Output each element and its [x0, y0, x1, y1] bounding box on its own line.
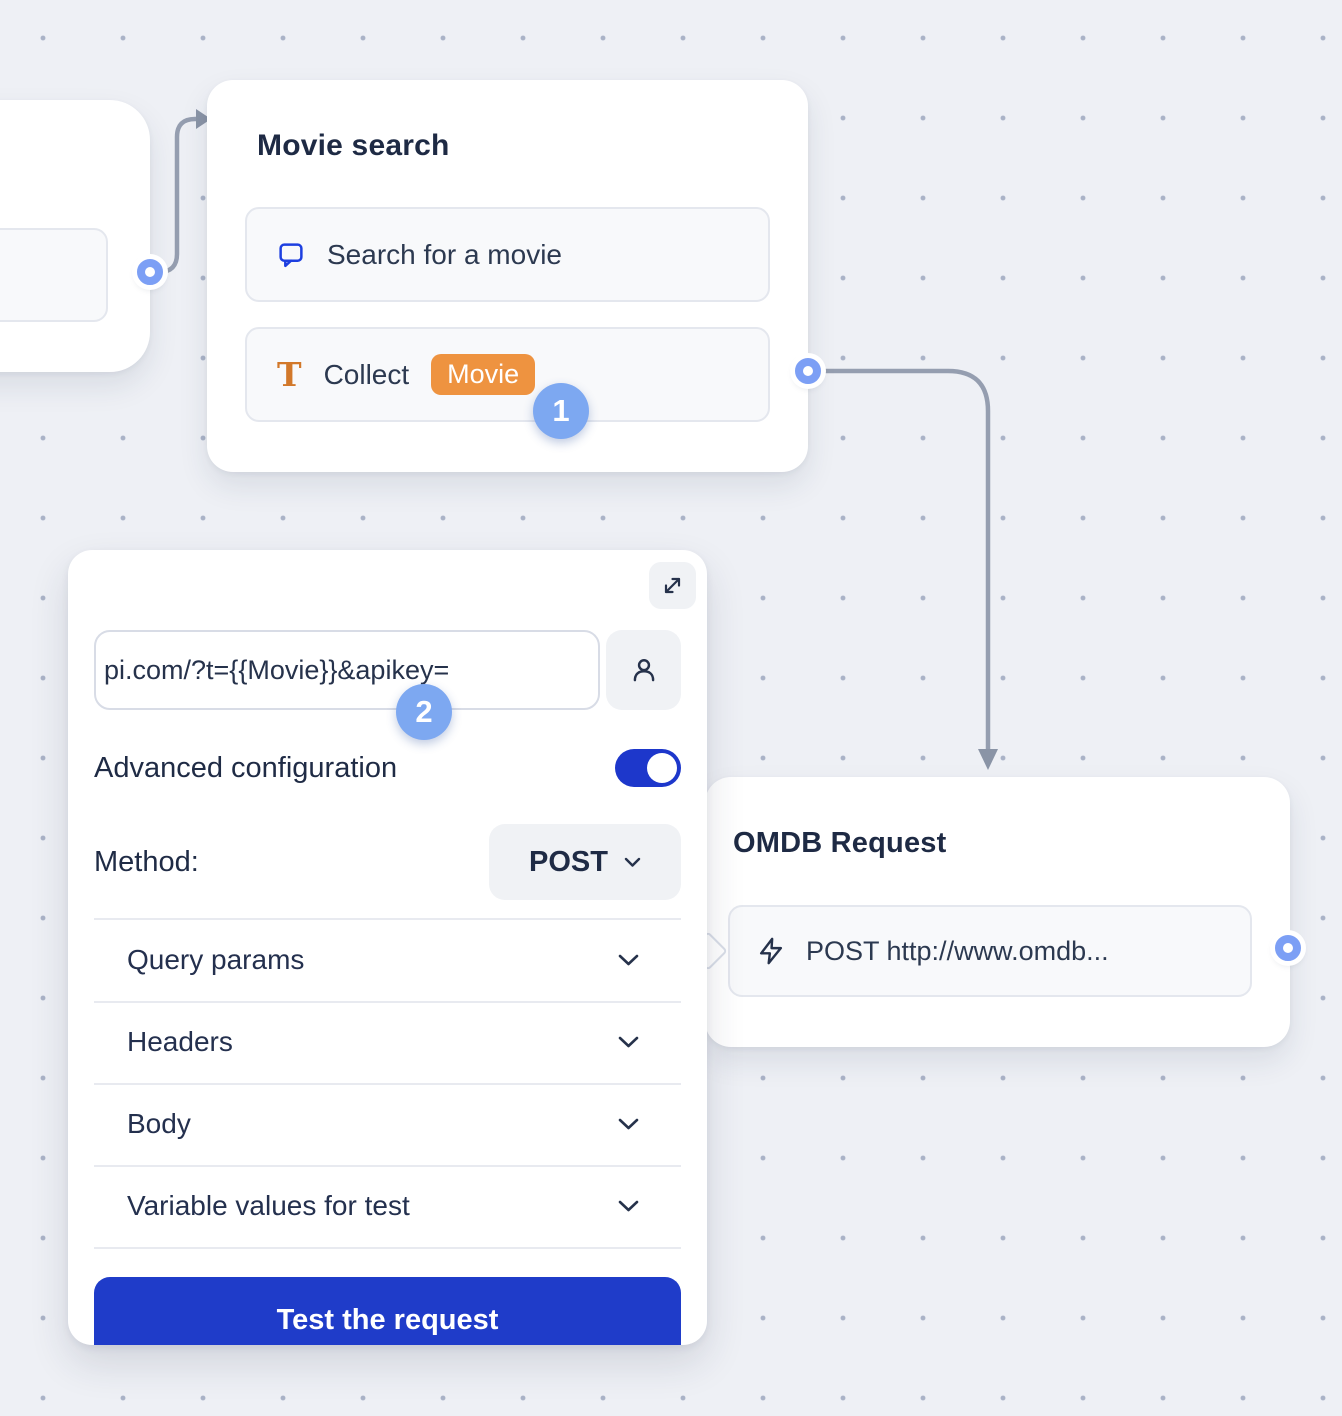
node-partial-left[interactable] — [0, 100, 150, 372]
advanced-configuration-toggle[interactable] — [615, 749, 681, 787]
expand-diagonal-icon — [661, 574, 684, 597]
accordion-body[interactable]: Body — [94, 1083, 681, 1167]
chevron-down-icon — [618, 1118, 681, 1131]
accordion-variable-values[interactable]: Variable values for test — [94, 1165, 681, 1249]
variable-chip[interactable]: Movie — [431, 354, 536, 395]
chat-bubble-icon — [277, 241, 305, 268]
accordion-query-params[interactable]: Query params — [94, 919, 681, 1003]
advanced-configuration-label: Advanced configuration — [94, 751, 398, 784]
step-number-badge: 1 — [533, 383, 589, 439]
collect-text-icon: T — [277, 355, 302, 394]
step-label: Search for a movie — [327, 238, 562, 270]
chevron-down-icon — [618, 1036, 681, 1049]
step-label: POST http://www.omdb... — [806, 935, 1109, 966]
method-label: Method: — [94, 845, 199, 878]
chevron-down-icon — [618, 1200, 681, 1213]
accordion-label: Variable values for test — [127, 1190, 410, 1221]
chevron-down-icon — [624, 857, 641, 868]
node-title: Movie search — [257, 129, 450, 162]
lightning-icon — [756, 936, 786, 966]
connector-movie-to-omdb — [818, 368, 991, 753]
method-row: Method: POST — [94, 824, 681, 900]
arrowhead-down-icon — [978, 749, 998, 770]
accordion-label: Body — [127, 1108, 191, 1139]
node-title: OMDB Request — [733, 827, 947, 859]
collect-step-item[interactable]: T Collect Movie — [245, 327, 770, 422]
step-number-badge: 2 — [396, 684, 452, 740]
output-port[interactable] — [137, 259, 163, 285]
node-movie-search[interactable]: Movie search Search for a movie T Collec… — [207, 80, 808, 472]
chevron-down-icon — [618, 954, 681, 967]
method-value: POST — [529, 845, 608, 878]
accordion-headers[interactable]: Headers — [94, 1001, 681, 1085]
message-step-item[interactable]: Search for a movie — [245, 207, 770, 302]
url-input[interactable] — [94, 630, 600, 710]
advanced-configuration-row: Advanced configuration — [94, 748, 681, 788]
node-omdb-request[interactable]: OMDB Request POST http://www.omdb... — [705, 777, 1290, 1047]
divider — [94, 918, 681, 920]
insert-variable-button[interactable] — [606, 630, 681, 710]
step-item[interactable] — [0, 228, 108, 322]
connector-left-to-movie — [147, 116, 200, 275]
webhook-step-item[interactable]: POST http://www.omdb... — [728, 905, 1252, 997]
output-port[interactable] — [795, 358, 821, 384]
accordion-label: Query params — [127, 944, 305, 975]
toggle-knob — [647, 753, 677, 783]
step-label: Collect — [323, 358, 410, 390]
expand-button[interactable] — [649, 562, 696, 609]
output-port[interactable] — [1275, 935, 1301, 961]
accordion-label: Headers — [127, 1026, 233, 1057]
method-dropdown[interactable]: POST — [489, 824, 681, 900]
test-request-button[interactable]: Test the request — [94, 1277, 681, 1345]
person-icon — [629, 655, 659, 685]
webhook-config-panel[interactable]: Advanced configuration Method: POST Quer… — [68, 550, 707, 1345]
